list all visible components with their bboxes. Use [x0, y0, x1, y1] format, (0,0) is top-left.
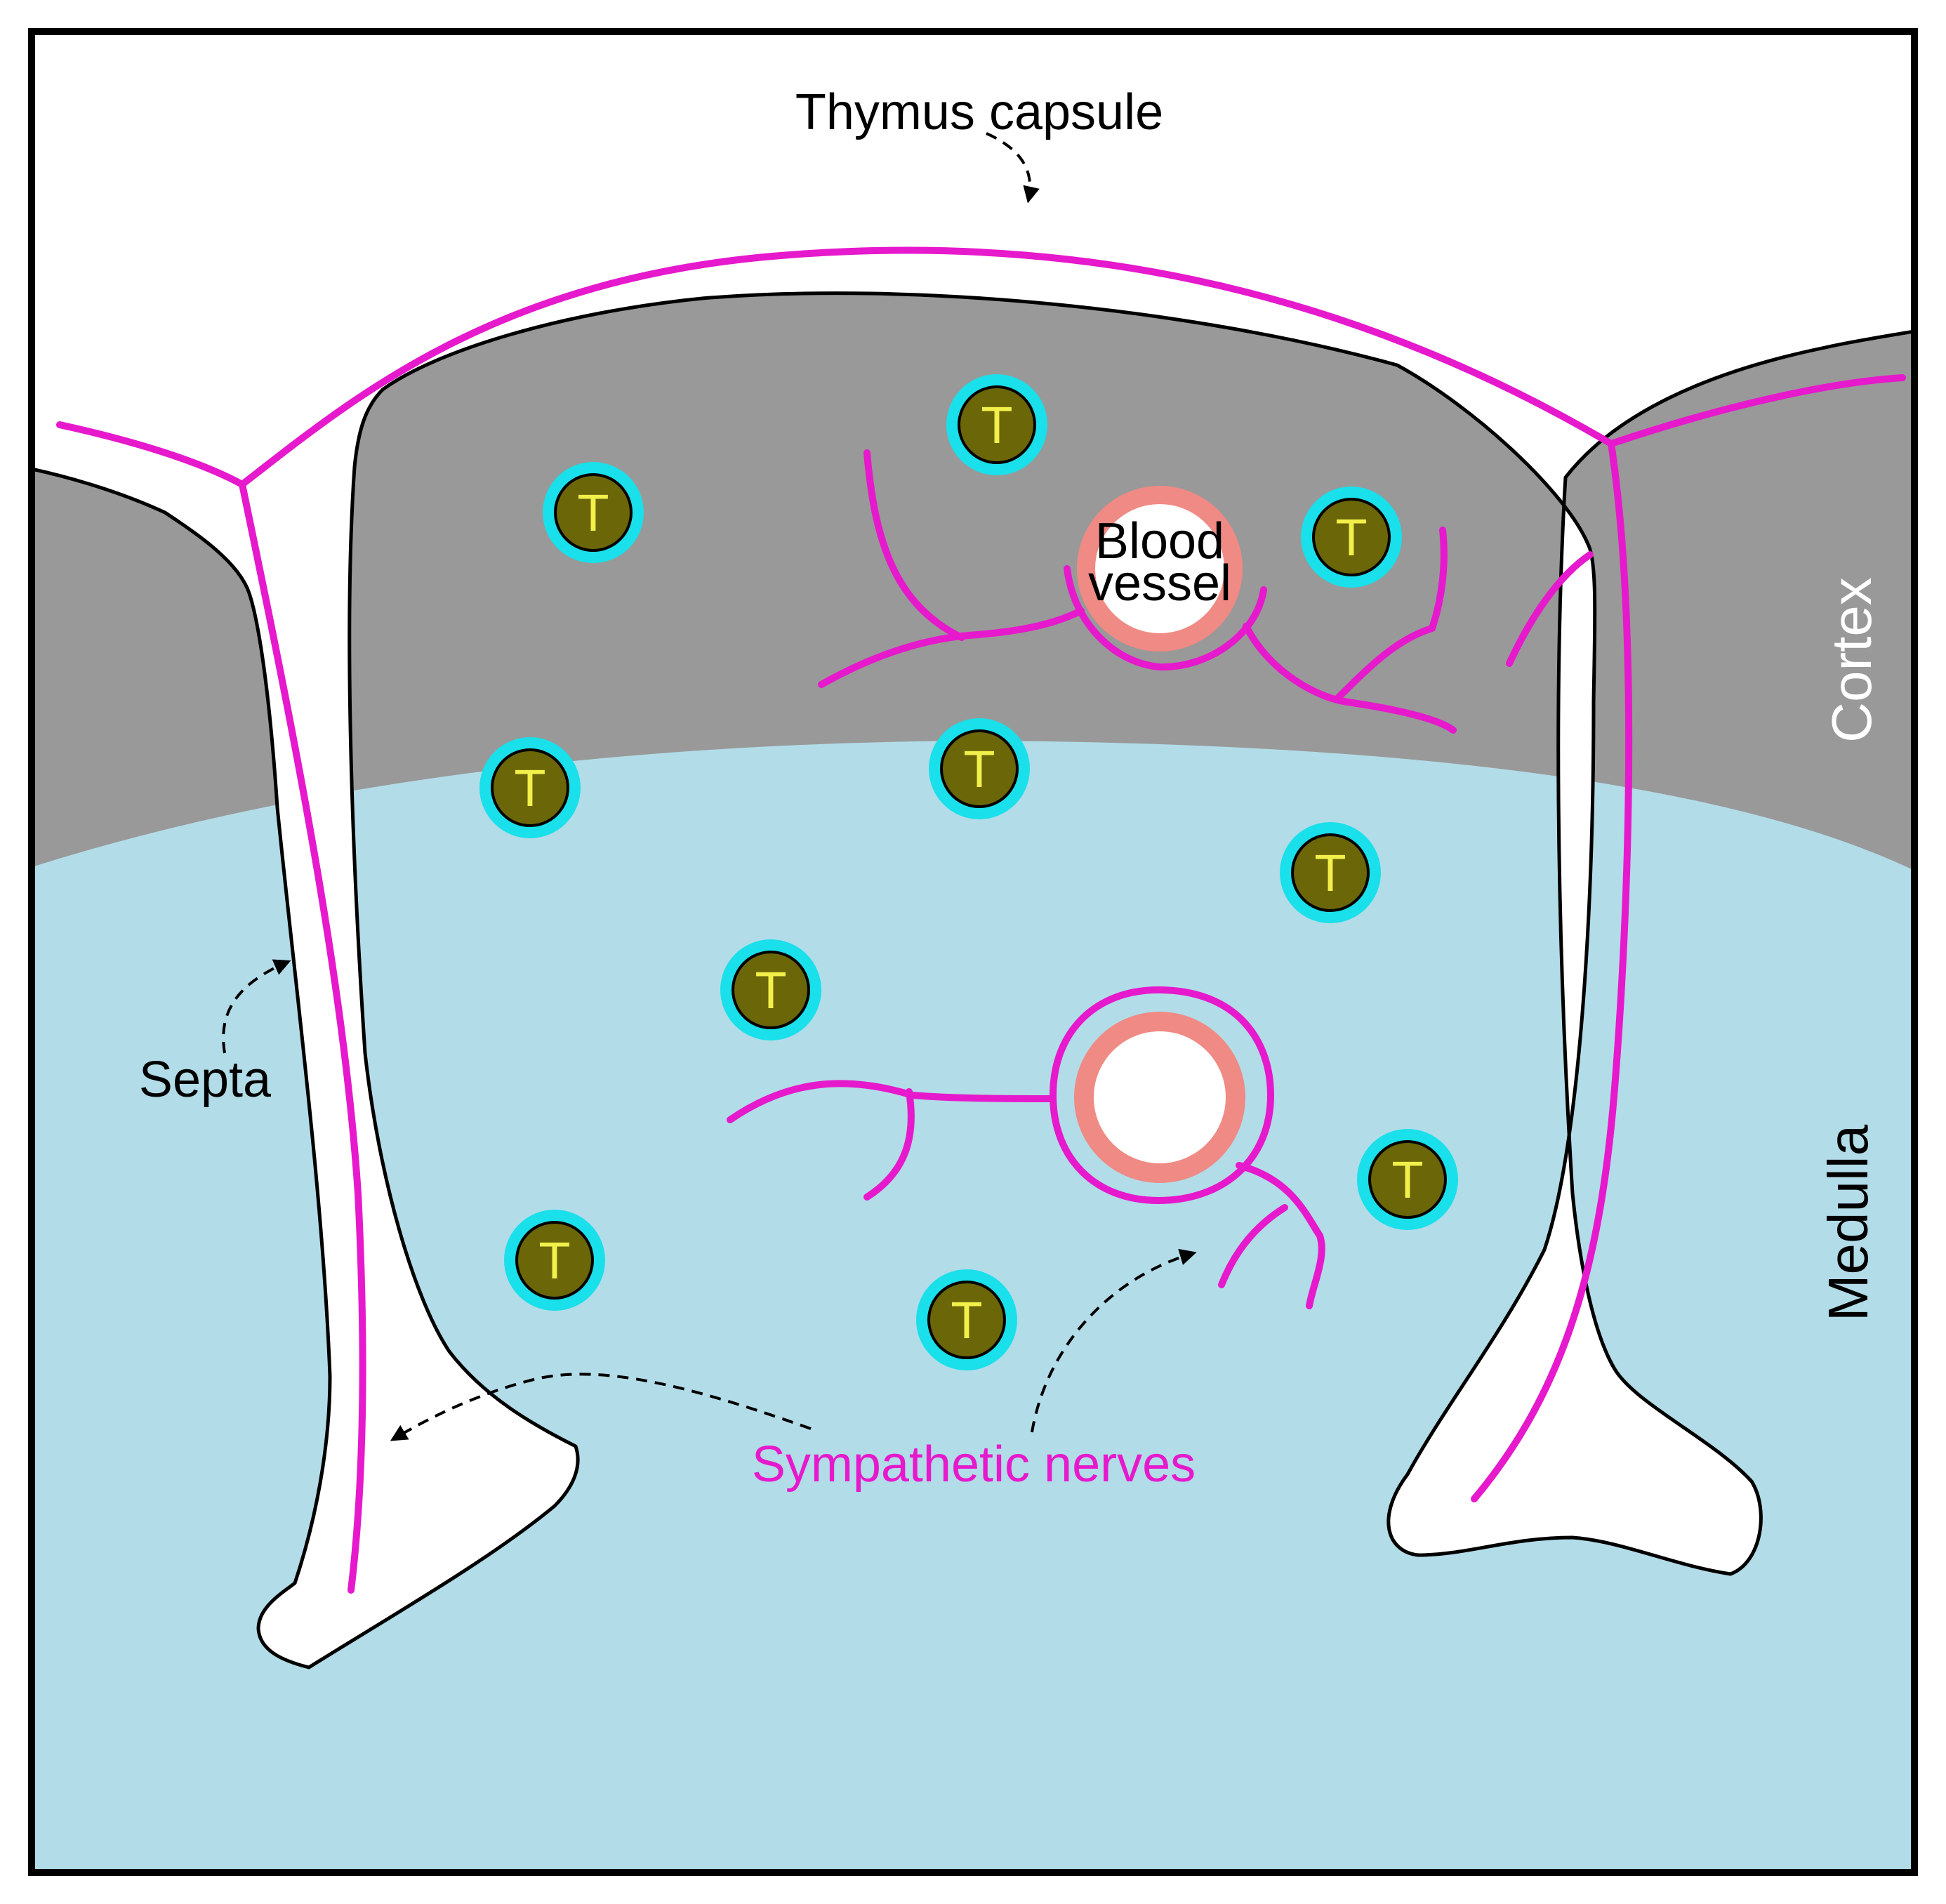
arrow-septa [222, 959, 291, 1054]
diagram-frame [28, 28, 1918, 1876]
t-cell-label: T [514, 759, 545, 817]
nerve-cortex-right-branch [1243, 623, 1457, 734]
t-cell-label: T [1314, 844, 1346, 902]
t-cell: T [946, 374, 1047, 475]
t-cell: T [720, 939, 821, 1040]
arrow-nerves-left [390, 1373, 812, 1441]
blood-vessel-medulla [1074, 1012, 1245, 1183]
label-thymus-capsule: Thymus capsule [795, 84, 1163, 140]
t-cell: T [929, 718, 1030, 819]
t-cell: T [543, 462, 644, 563]
t-cell-label: T [1335, 508, 1367, 567]
t-cell: T [1357, 1129, 1458, 1230]
t-cell-label: T [538, 1231, 570, 1290]
t-cell: T [916, 1269, 1017, 1370]
t-cells: T T T T T T T T [479, 374, 1458, 1370]
nerve-medulla-right-twig [1218, 1204, 1288, 1288]
nerve-septa-right [1471, 440, 1633, 1502]
label-sympathetic-nerves: Sympathetic nerves [752, 1436, 1196, 1493]
label-blood-vessel-line1: Blood [1095, 513, 1224, 569]
nerve-medulla-vessel-wrap [1050, 986, 1274, 1204]
label-cortex: Cortex [1820, 577, 1883, 743]
t-cell: T [479, 737, 581, 838]
nerve-medulla-right-branch [1236, 1162, 1325, 1309]
blood-vessel-cortex [1077, 486, 1243, 652]
nerve-cortex-left-branch [818, 607, 1085, 688]
t-cell: T [504, 1210, 605, 1311]
t-cell-label: T [1391, 1151, 1423, 1209]
nerve-cortex-far-right [1506, 551, 1594, 667]
arrow-thymus-capsule [986, 132, 1040, 204]
thymus-capsule-and-septa [32, 32, 1914, 1670]
label-medulla: Medulla [1817, 1124, 1879, 1321]
t-cell: T [1301, 487, 1402, 588]
t-cell-label: T [755, 961, 786, 1019]
nerve-capsule-top [56, 246, 1906, 488]
t-cell-label: T [577, 484, 609, 542]
t-cell-label: T [981, 396, 1012, 454]
nerve-septa-left [239, 481, 366, 1594]
nerve-medulla-left-twig [863, 1088, 915, 1201]
label-blood-vessel-line2: vessel [1088, 555, 1231, 611]
nerve-cortex-right-twig [1334, 527, 1448, 702]
t-cell-label: T [951, 1291, 982, 1349]
label-septa: Septa [139, 1052, 272, 1108]
t-cell-label: T [963, 740, 995, 798]
nerve-cortex-left-twig [863, 449, 965, 641]
arrow-nerves-right [1031, 1248, 1197, 1433]
t-cell: T [1280, 822, 1381, 923]
